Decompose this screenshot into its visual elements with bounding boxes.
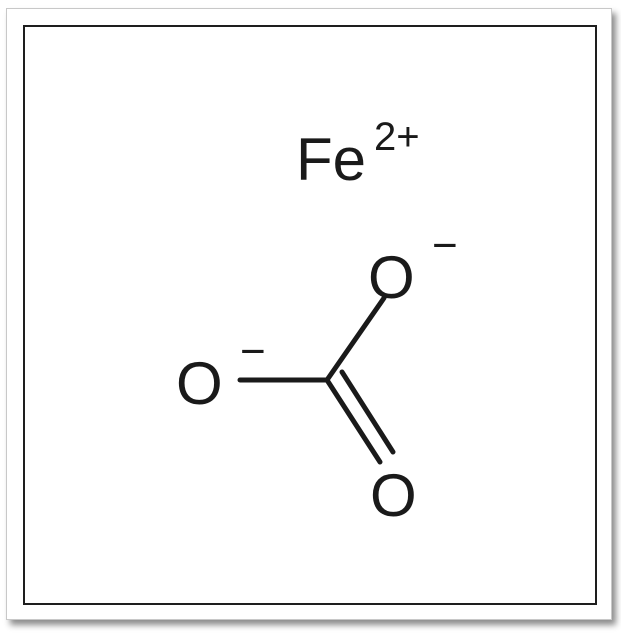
oxygen-top-charge: −	[432, 221, 458, 270]
bond-c-o-top	[324, 295, 387, 383]
oxygen-top-symbol: O	[368, 244, 415, 311]
iron-symbol: Fe	[296, 126, 366, 193]
oxygen-left-symbol: O	[176, 350, 223, 417]
oxygen-left-charge: −	[240, 327, 266, 376]
bond-c-o-bottom-2	[339, 369, 396, 455]
iron-charge: 2+	[374, 115, 420, 159]
oxygen-bottom-symbol: O	[370, 462, 417, 529]
structure-border	[23, 25, 597, 605]
bonds	[237, 295, 396, 465]
bond-c-o-bottom-1	[324, 377, 383, 465]
image-frame	[6, 8, 612, 620]
